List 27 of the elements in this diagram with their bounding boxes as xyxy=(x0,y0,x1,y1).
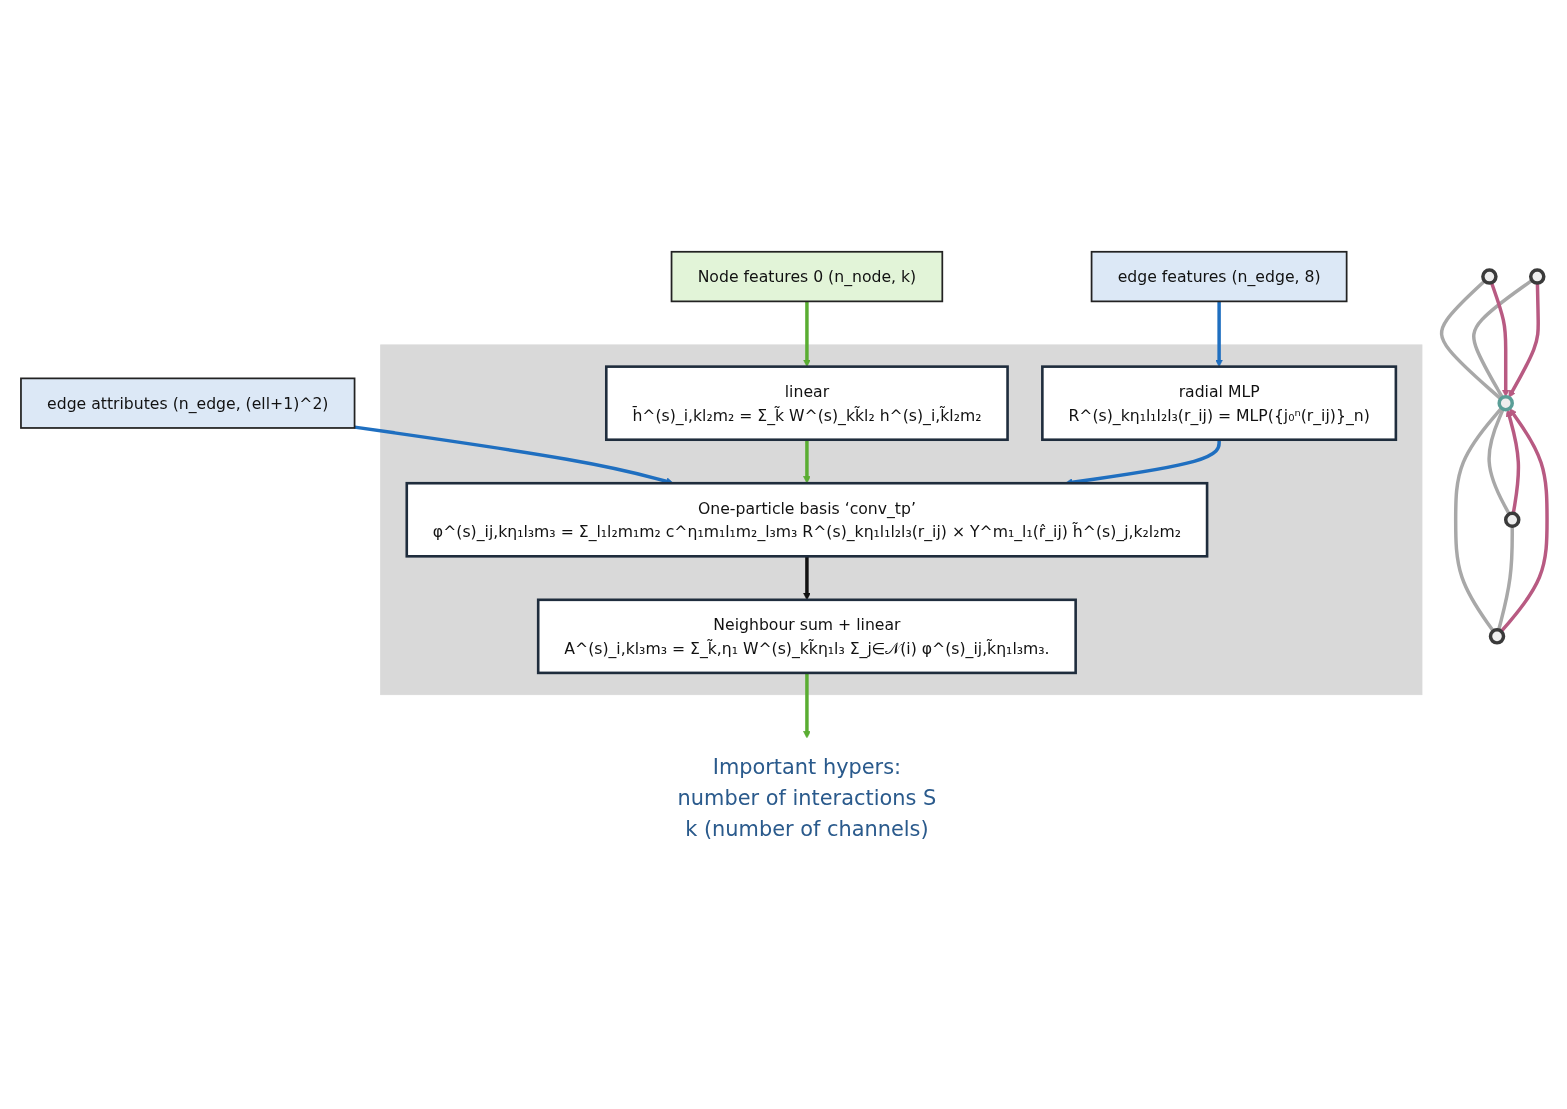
node-circle xyxy=(1480,267,1498,285)
node-box: linear h̄^(s)_i,kl₂m₂ = Σ_k̃ W^(s)_kk̃l₂ h^(s)_i,k̃l₂m₂ xyxy=(604,364,1009,441)
node-circle xyxy=(1496,394,1514,411)
connector xyxy=(1496,525,1514,630)
connector xyxy=(1471,278,1533,398)
node-text: Important hypers: number of interactions S k (number of channels) xyxy=(677,754,936,842)
arrow xyxy=(1499,407,1549,633)
cluster xyxy=(379,343,1422,695)
node-box: radial MLP R^(s)_kη₁l₁l₂l₃(r_ij) = MLP({j₀ⁿ(r_ij)}_n) xyxy=(1040,364,1397,441)
node-box: edge features (n_edge, 8) xyxy=(1090,250,1347,302)
connector xyxy=(1486,408,1511,515)
connector xyxy=(1439,279,1502,400)
node-box: One-particle basis ‘conv_tp’ φ^(s)_ij,kη₁l₃m₃ = Σ_l₁l₂m₁m₂ c^η₁m₁l₁m₂_l₃m₃ R^(s)_kη₁l₁l₂l₃(r_ij) × Y^m₁_l₁(r̂_ij) h̃^(s)_j,k₂l₂m₂ xyxy=(404,481,1208,558)
arrow xyxy=(1214,300,1223,367)
node-box: Neighbour sum + linear A^(s)_i,kl₃m₃ = Σ_k̃,η₁ W^(s)_kk̃η₁l₃ Σ_j∈𝒩(i) φ^(s)_ij,k̃η₁l₃m₃. xyxy=(536,598,1077,674)
arrow xyxy=(802,300,811,367)
arrow xyxy=(802,555,811,600)
arrow xyxy=(1505,408,1520,514)
node-box: Node features 0 (n_node, k) xyxy=(670,250,943,302)
node-box: edge attributes (n_edge, (ell+1)^2) xyxy=(19,377,355,429)
arrow xyxy=(1489,281,1510,397)
connector xyxy=(1453,406,1503,632)
arrow xyxy=(802,672,811,738)
node-circle xyxy=(1528,267,1545,285)
arrow xyxy=(1508,282,1540,398)
node-circle xyxy=(1488,627,1505,645)
node-circle xyxy=(1503,511,1520,528)
